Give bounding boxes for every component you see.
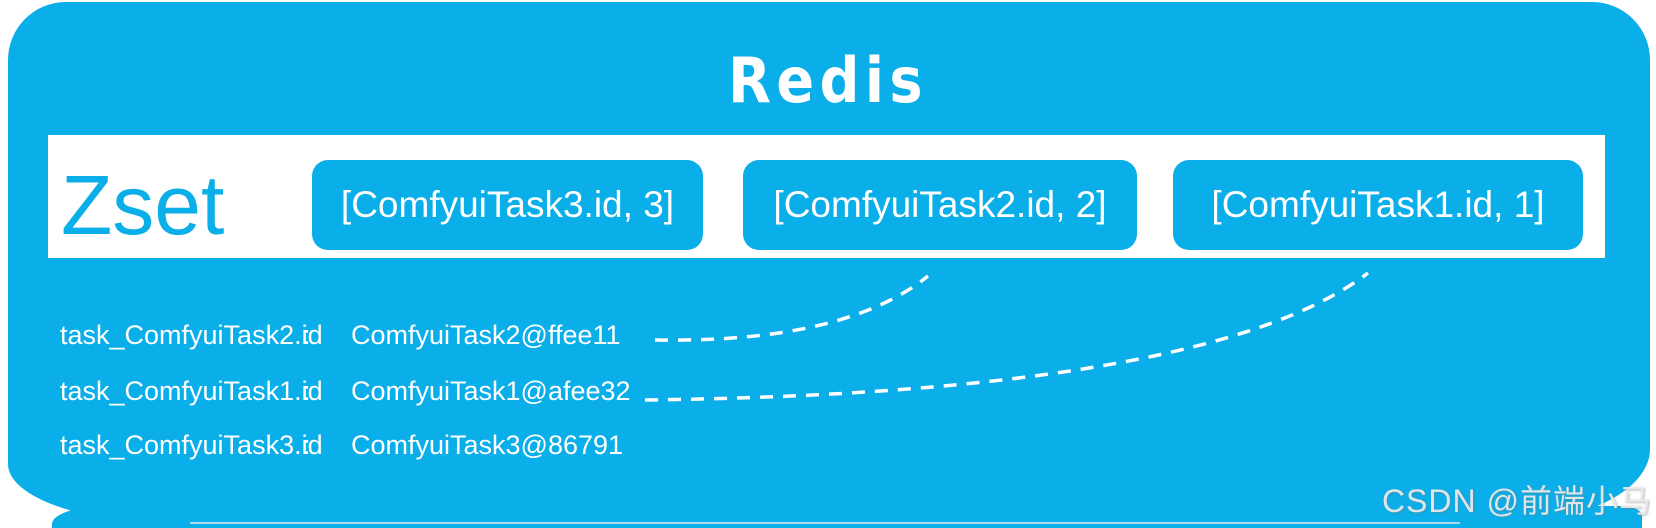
kv-separator: : [303, 430, 311, 460]
zset-entry-task2: [ComfyuiTask2.id, 2] [743, 160, 1137, 250]
diagram-title: Redis [727, 44, 929, 117]
kv-value: ComfyuiTask2@ffee11 [351, 320, 621, 350]
kv-value: ComfyuiTask3@86791 [351, 430, 624, 460]
redis-container [8, 2, 1650, 524]
zset-label: Zset [61, 158, 225, 252]
kv-key: task_ComfyuiTask2.id [60, 320, 323, 350]
kv-row-task2: task_ComfyuiTask2.id : ComfyuiTask2@ffee… [60, 320, 621, 351]
kv-key: task_ComfyuiTask1.id [60, 376, 323, 406]
zset-entry-task3: [ComfyuiTask3.id, 3] [312, 160, 703, 250]
kv-separator: : [303, 376, 311, 406]
zset-entry-label: [ComfyuiTask3.id, 3] [340, 184, 675, 225]
zset-entry-label: [ComfyuiTask1.id, 1] [1211, 184, 1545, 225]
zset-entry-label: [ComfyuiTask2.id, 2] [773, 184, 1107, 225]
zset-entry-task1: [ComfyuiTask1.id, 1] [1173, 160, 1583, 250]
csdn-watermark: CSDN @前端小马 [1381, 483, 1652, 519]
kv-separator: : [303, 320, 311, 350]
zset-band: Zset [ComfyuiTask3.id, 3] [ComfyuiTask2.… [48, 135, 1605, 258]
kv-row-task1: task_ComfyuiTask1.id : ComfyuiTask1@afee… [60, 376, 631, 407]
kv-key: task_ComfyuiTask3.id [60, 430, 323, 460]
kv-row-task3: task_ComfyuiTask3.id : ComfyuiTask3@8679… [60, 430, 623, 461]
kv-value: ComfyuiTask1@afee32 [351, 376, 631, 406]
bottom-seam-line [190, 522, 1460, 524]
